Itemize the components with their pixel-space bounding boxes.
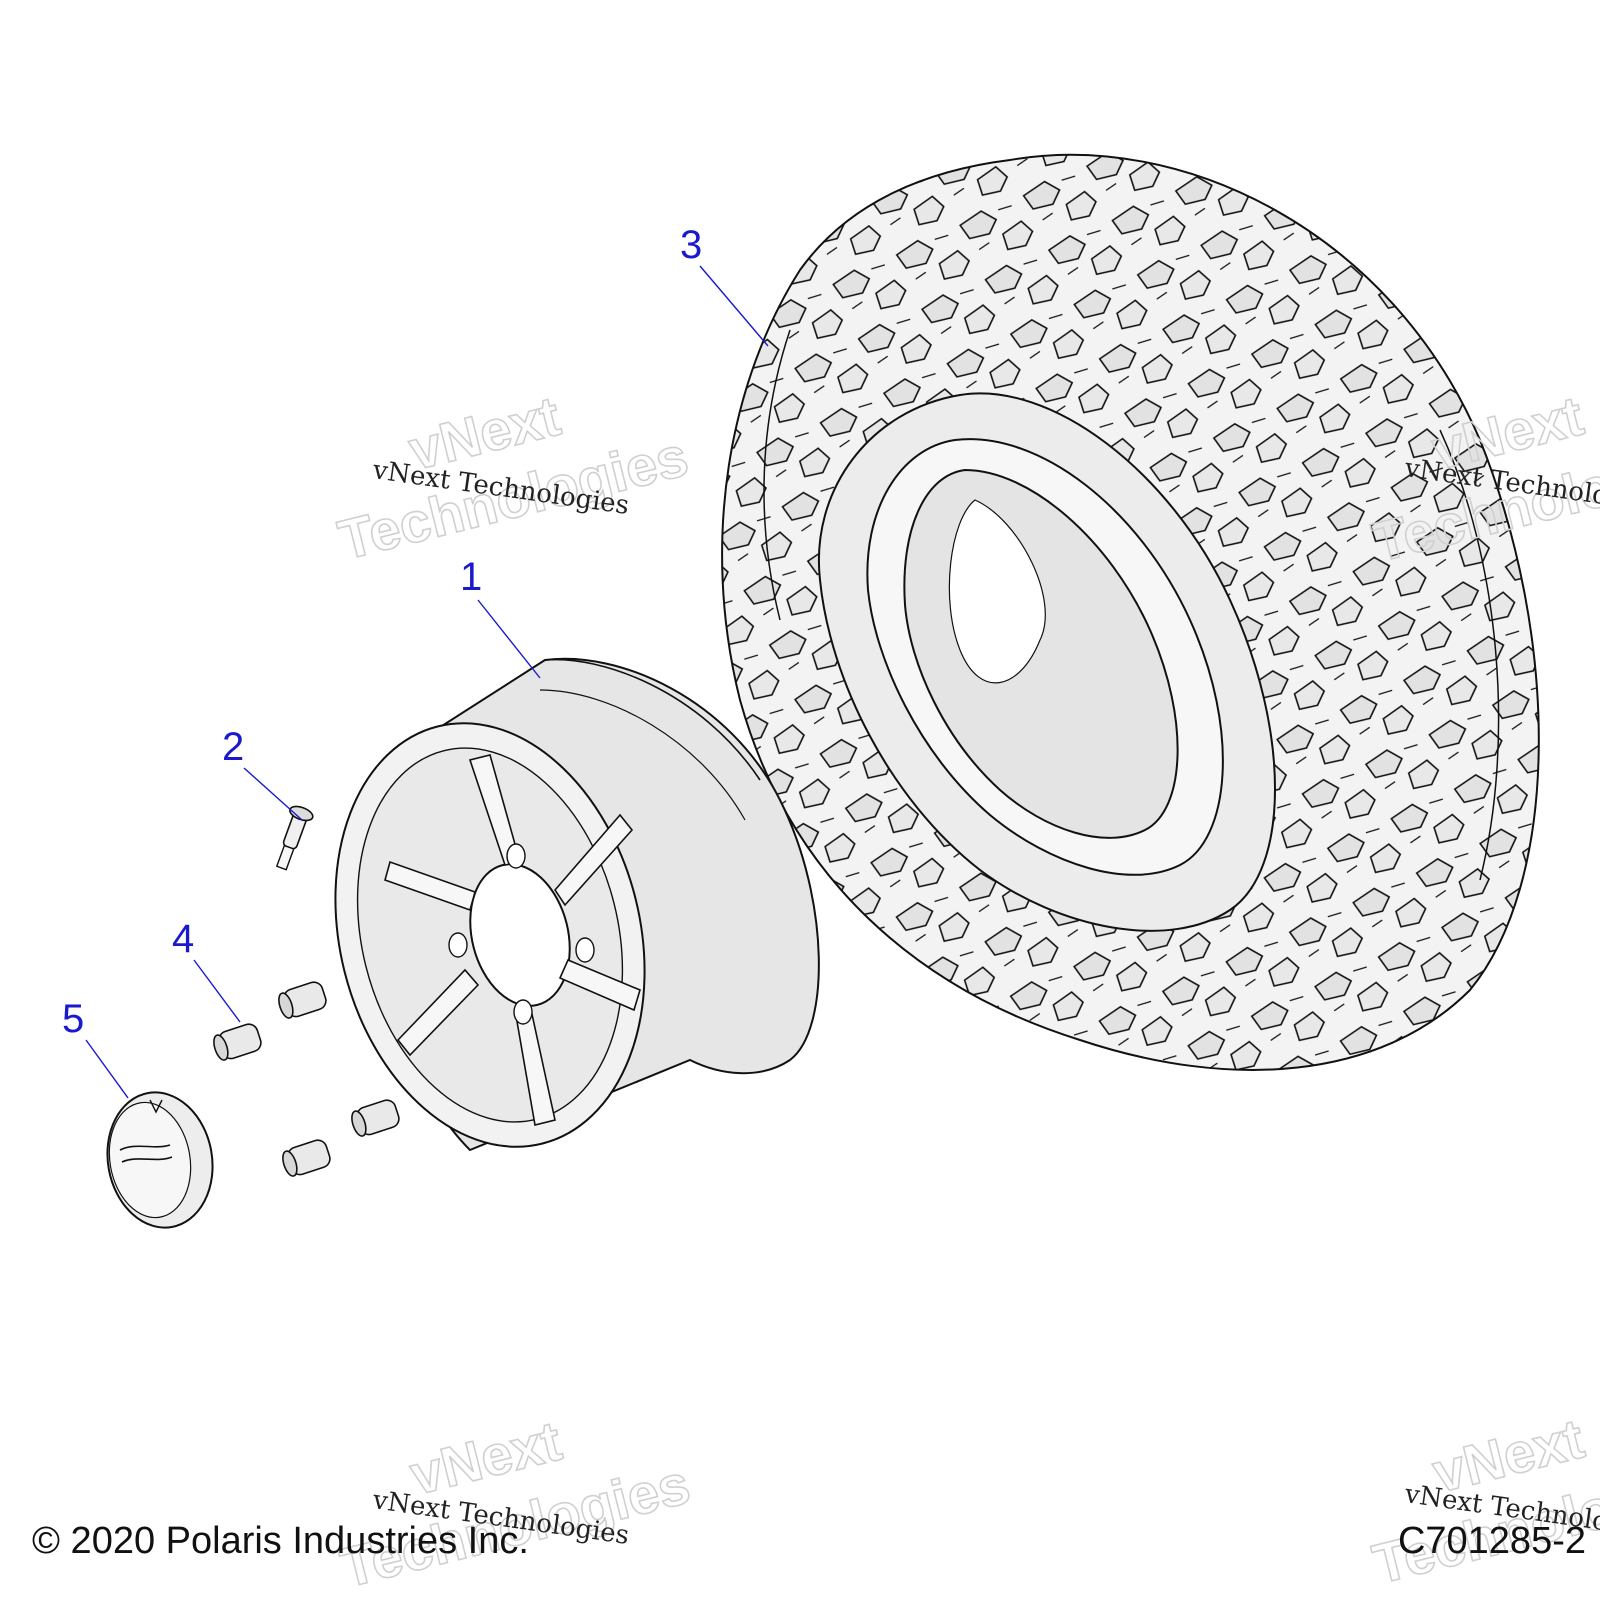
callout-5[interactable]: 5	[62, 997, 129, 1099]
lug-nut	[213, 1023, 262, 1061]
watermark-top-left: vNext Technologies	[332, 383, 695, 572]
lug-nut	[282, 1139, 331, 1177]
wheel-spokes	[384, 754, 641, 1126]
lug-nut	[351, 1099, 400, 1137]
callout-1[interactable]: 1	[460, 555, 541, 679]
tire	[721, 153, 1540, 1071]
valve-stem	[275, 805, 314, 871]
lug-holes	[448, 843, 595, 1025]
callout-4[interactable]: 4	[172, 917, 241, 1023]
svg-text:5[interactable]: 5	[62, 997, 84, 1041]
svg-text:3[interactable]: 3	[680, 223, 702, 267]
callout-3[interactable]: 3	[680, 223, 769, 347]
tire-inner-highlight	[948, 499, 1046, 684]
center-cap	[106, 1091, 214, 1229]
lug-nut	[278, 981, 327, 1019]
svg-text:2[interactable]: 2	[222, 725, 244, 769]
figure-id: C701285-2	[1397, 1520, 1586, 1562]
copyright-notice: © 2020 Polaris Industries Inc.	[32, 1520, 529, 1562]
wheel-rim	[334, 657, 820, 1152]
svg-text:1[interactable]: 1	[460, 555, 482, 599]
callout-2[interactable]: 2	[222, 725, 303, 821]
lug-nuts	[213, 981, 400, 1177]
svg-text:4[interactable]: 4	[172, 917, 194, 961]
wheel-hub	[469, 863, 571, 1007]
